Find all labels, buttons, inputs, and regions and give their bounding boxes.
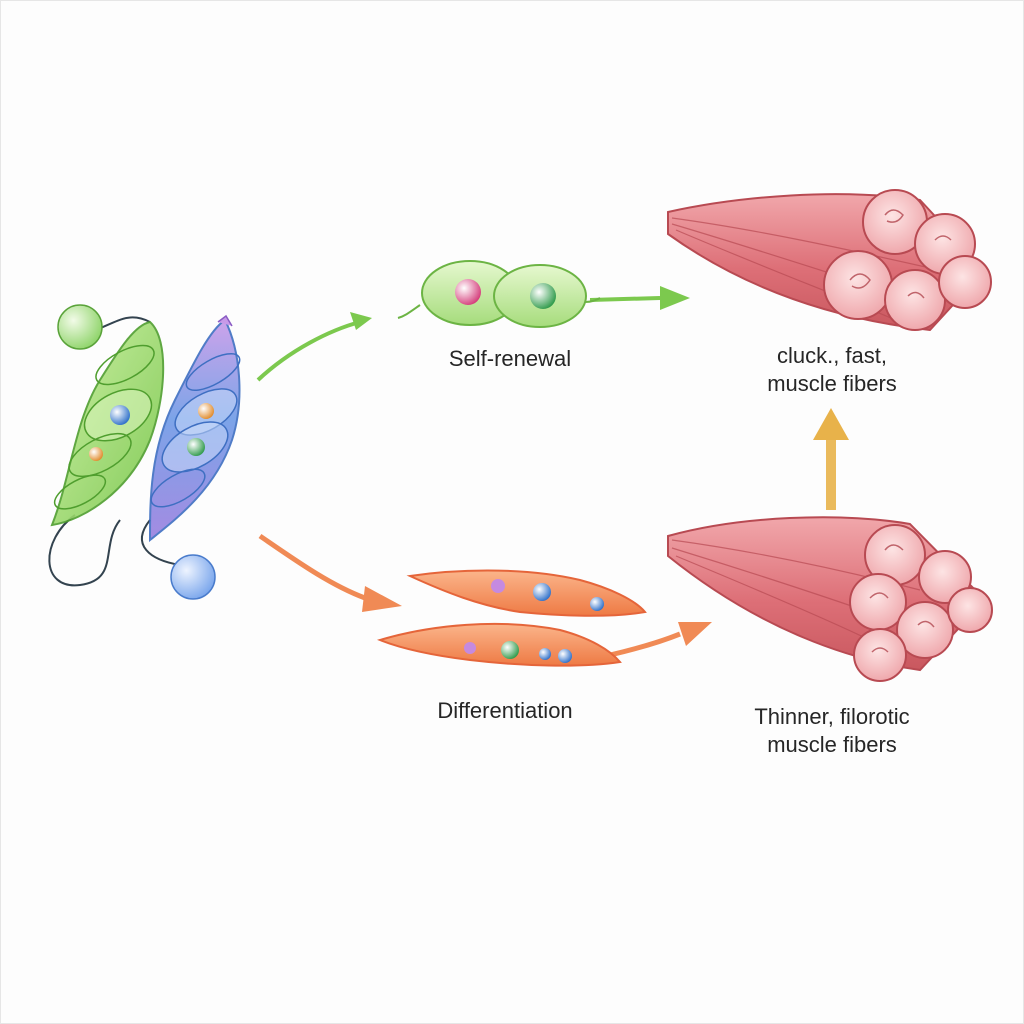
differentiation-arrow [258, 533, 712, 658]
fast-fibers-label-line2: muscle fibers [767, 371, 897, 396]
transition-arrow [813, 408, 849, 510]
muscle-bundle-icon [667, 516, 993, 682]
thin-fibers-label: Thinner, filorotic muscle fibers [712, 703, 952, 759]
thin-fibers-label-line1: Thinner, filorotic [754, 704, 910, 729]
self-renewal-arrow [256, 286, 690, 382]
self-renewal-label: Self-renewal [448, 346, 572, 371]
muscle-bundle-icon [667, 189, 992, 332]
fast-fibers-label: cluck., fast, muscle fibers [712, 342, 952, 398]
myoblast-icon [376, 569, 647, 667]
differentiation-label: Differentiation [437, 698, 573, 723]
stem-cell-pair-icon [48, 304, 241, 600]
fast-fibers-label-line1: cluck., fast, [776, 343, 888, 368]
dividing-cell-icon [397, 260, 601, 328]
thin-fibers-label-line2: muscle fibers [767, 732, 897, 757]
